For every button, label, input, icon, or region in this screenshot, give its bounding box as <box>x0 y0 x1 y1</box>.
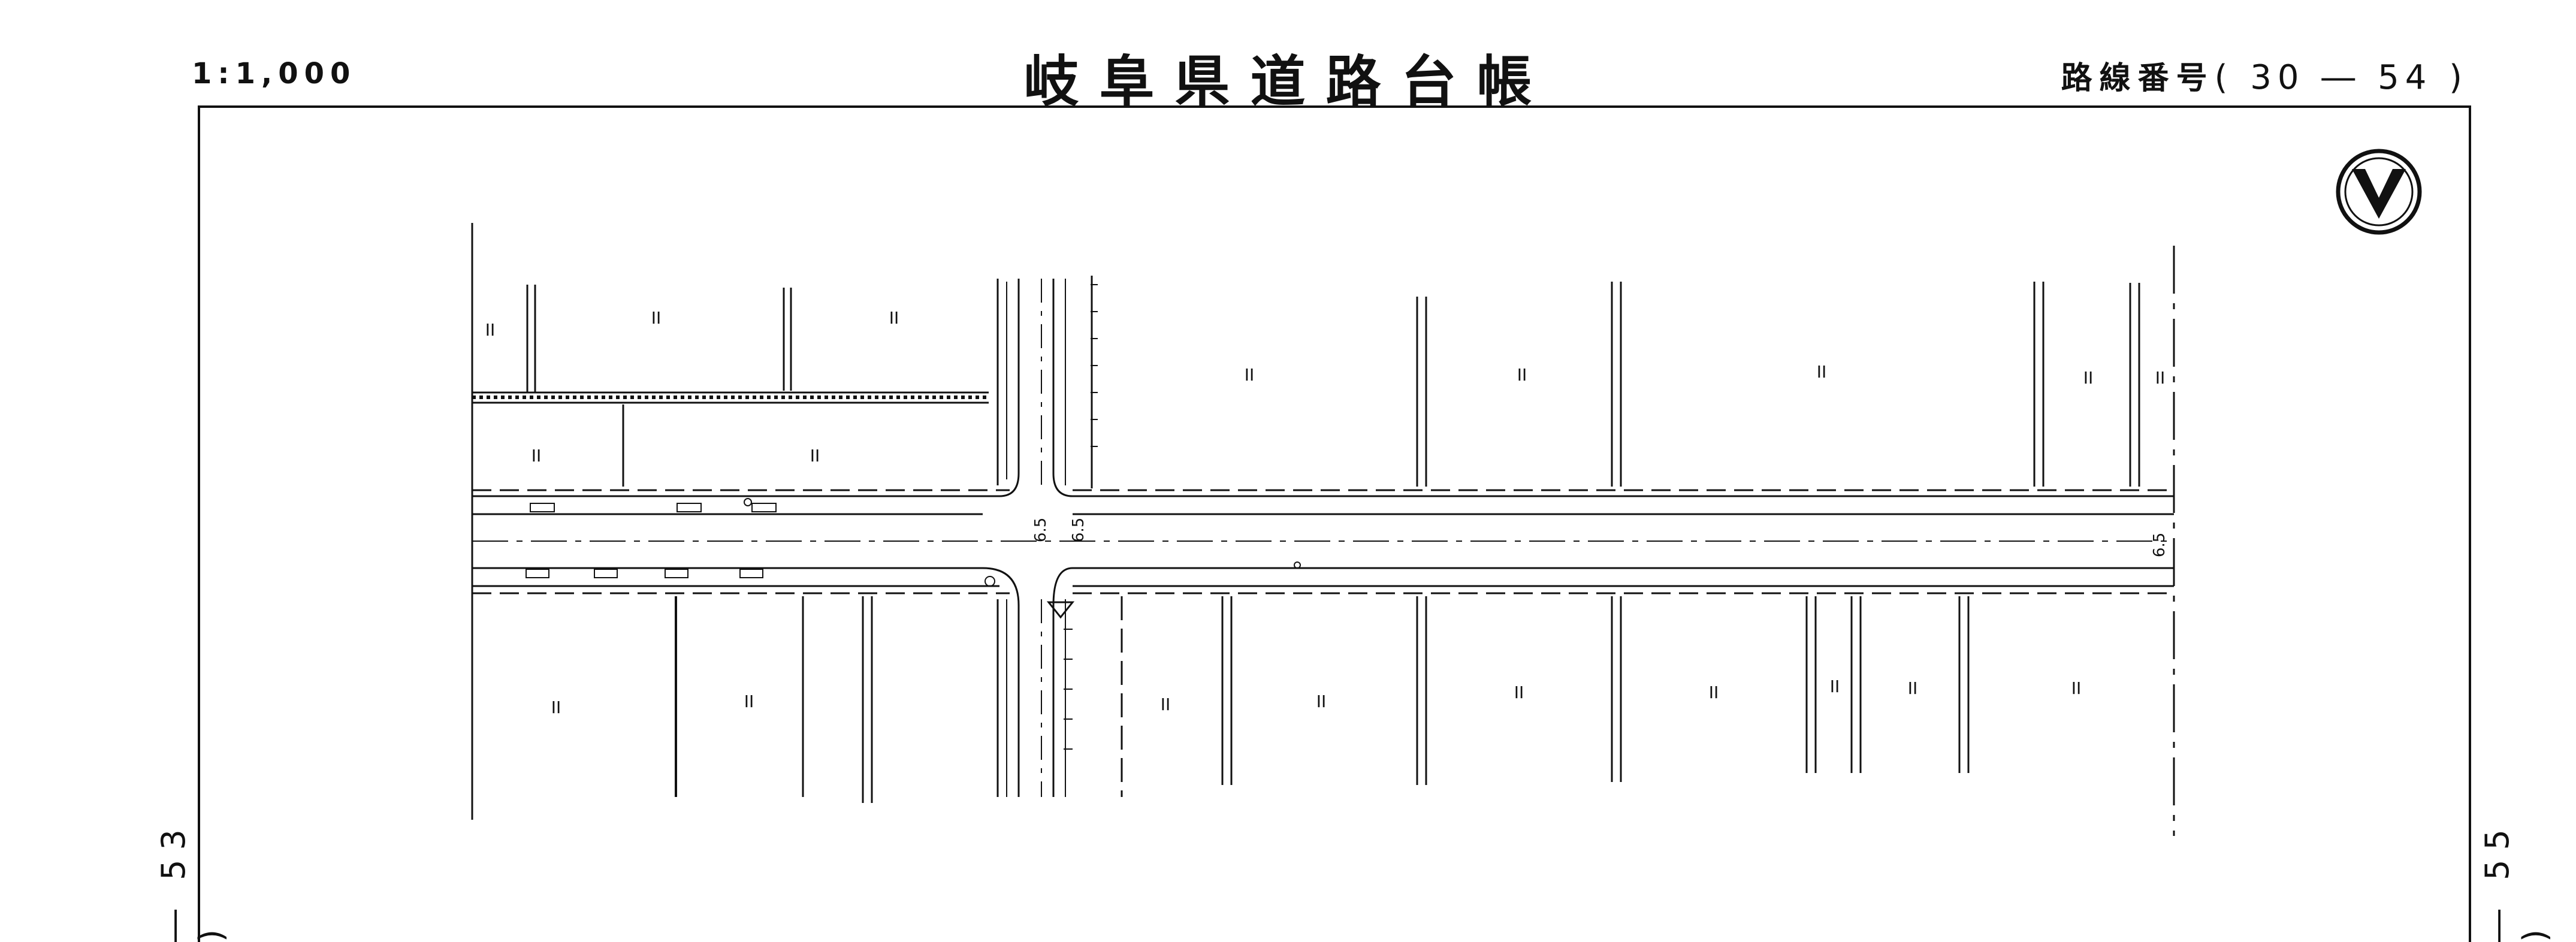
parcel-marks: II II II II II II II II II II II II II I… <box>485 308 2166 717</box>
parcel-mark: II <box>744 692 754 711</box>
parcel-mark: II <box>1709 683 1719 702</box>
map-frame <box>198 105 2471 942</box>
parcel-mark: II <box>1316 692 1327 711</box>
parcel-mark: II <box>485 320 496 340</box>
parcel-mark: II <box>1817 362 1827 382</box>
route-number: 路線番号( 30 ― 54 ) <box>2061 53 2468 98</box>
parcel-mark: II <box>531 446 542 466</box>
parcel-mark: II <box>1514 683 1524 702</box>
corner-sw <box>982 567 1020 606</box>
parcel-mark: II <box>1161 695 1171 714</box>
parcel-mark: II <box>651 308 662 328</box>
route-number-value: ( 30 ― 54 ) <box>2214 58 2468 97</box>
road-drawing <box>471 223 2175 836</box>
width-labels: 6.5 6.5 6.5 <box>1032 518 2169 557</box>
corner-ne <box>1052 473 1073 497</box>
map-scale: 1:1,000 <box>192 57 357 90</box>
parcel-mark: II <box>1830 677 1840 696</box>
width-label: 6.5 <box>2151 533 2169 557</box>
parcel-mark: II <box>2155 368 2166 388</box>
width-label: 6.5 <box>1032 518 1050 542</box>
parcel-mark: II <box>1908 678 1918 698</box>
parcel-mark: II <box>2083 368 2094 388</box>
north-arrow-icon <box>2336 149 2422 235</box>
parcel-mark: II <box>2071 678 2082 698</box>
parcel-mark: II <box>1517 365 1527 385</box>
parcel-mark: II <box>810 446 820 466</box>
width-label: 6.5 <box>1070 518 1088 542</box>
corner-se <box>1052 567 1073 606</box>
page-title: 岐阜県道路台帳 <box>1023 50 1553 114</box>
parcel-mark: II <box>1245 365 1255 385</box>
parcel-mark: II <box>551 698 561 717</box>
corner-nw <box>999 473 1020 497</box>
hedge-markers <box>1064 284 1098 750</box>
route-number-label: 路線番号 <box>2061 61 2215 96</box>
parcel-mark: II <box>889 308 899 328</box>
